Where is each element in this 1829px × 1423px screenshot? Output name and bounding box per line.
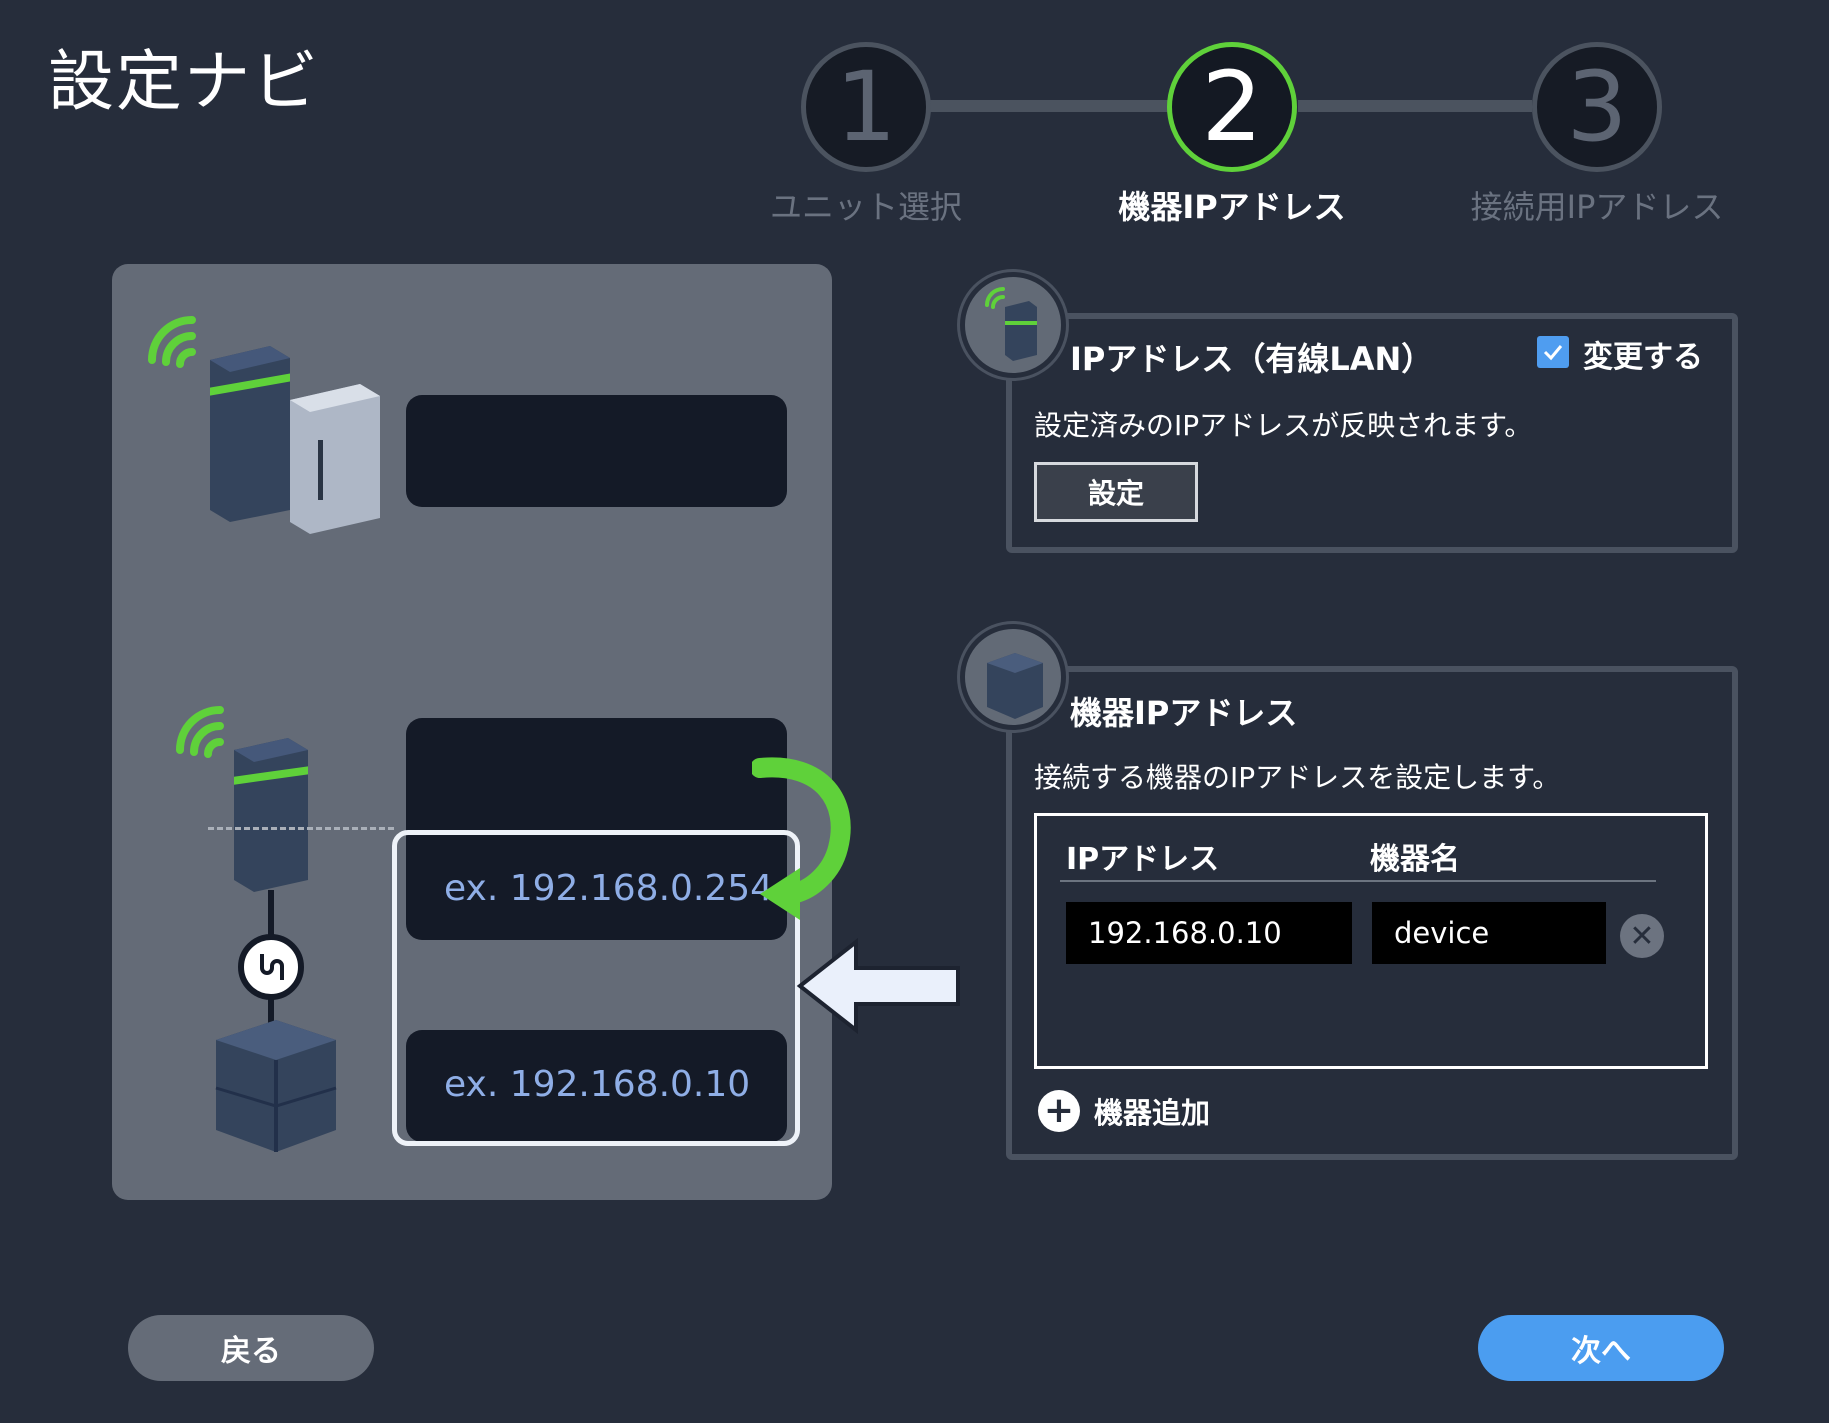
- column-header-ip: IPアドレス: [1066, 842, 1220, 877]
- device-name-field[interactable]: device: [1372, 902, 1606, 964]
- delete-row-icon[interactable]: ✕: [1620, 914, 1664, 958]
- step-3-circle[interactable]: 3: [1532, 42, 1662, 172]
- ip-highlight-frame: [392, 830, 800, 1146]
- page-title: 設定ナビ: [48, 43, 320, 120]
- wired-card-description: 設定済みのIPアドレスが反映されます。: [1034, 409, 1533, 442]
- stepper-line: [866, 100, 1186, 112]
- add-device-icon[interactable]: +: [1038, 1090, 1080, 1132]
- green-curved-arrow-icon: [752, 757, 851, 920]
- table-header-divider: [1060, 880, 1656, 882]
- device-box-icon: [960, 624, 1066, 730]
- device-card-title: 機器IPアドレス: [1070, 694, 1298, 732]
- stepper-line: [1298, 100, 1532, 112]
- wireless-unit-with-pc-illustration: [148, 316, 380, 534]
- ip-address-field[interactable]: 192.168.0.10: [1066, 902, 1352, 964]
- column-header-device-name: 機器名: [1370, 842, 1460, 877]
- wired-card-title: IPアドレス（有線LAN）: [1070, 340, 1434, 378]
- next-button[interactable]: 次へ: [1478, 1315, 1724, 1381]
- converter-icon: [238, 934, 304, 1000]
- upper-ip-placeholder: ex. 192.168.0.254: [444, 868, 774, 909]
- lower-ip-placeholder: ex. 192.168.0.10: [444, 1064, 751, 1105]
- wired-ip-card: [1006, 313, 1738, 553]
- step-3-label: 接続用IPアドレス: [1470, 188, 1724, 226]
- step-1-circle[interactable]: 1: [801, 42, 931, 172]
- wireless-unit-illustration: [176, 706, 308, 892]
- add-device-button[interactable]: 機器追加: [1094, 1096, 1211, 1130]
- network-boundary-line: [208, 827, 394, 830]
- unit-info-box: [406, 395, 787, 507]
- wired-unit-icon: [960, 272, 1066, 378]
- step-2-label: 機器IPアドレス: [1118, 188, 1346, 226]
- device-box-illustration: [215, 1020, 337, 1152]
- white-arrow-icon: [796, 938, 960, 1034]
- upper-ip-box: ex. 192.168.0.254: [406, 718, 787, 940]
- step-1-label: ユニット選択: [769, 188, 962, 226]
- set-button[interactable]: 設定: [1034, 462, 1198, 522]
- device-ip-card: [1006, 666, 1738, 1160]
- change-checkbox[interactable]: [1537, 336, 1569, 368]
- step-2-circle[interactable]: 2: [1167, 42, 1297, 172]
- lower-ip-box: ex. 192.168.0.10: [406, 1030, 787, 1142]
- device-card-description: 接続する機器のIPアドレスを設定します。: [1034, 761, 1561, 794]
- back-button[interactable]: 戻る: [128, 1315, 374, 1381]
- device-table: [1034, 813, 1708, 1069]
- change-checkbox-label[interactable]: 変更する: [1583, 340, 1703, 375]
